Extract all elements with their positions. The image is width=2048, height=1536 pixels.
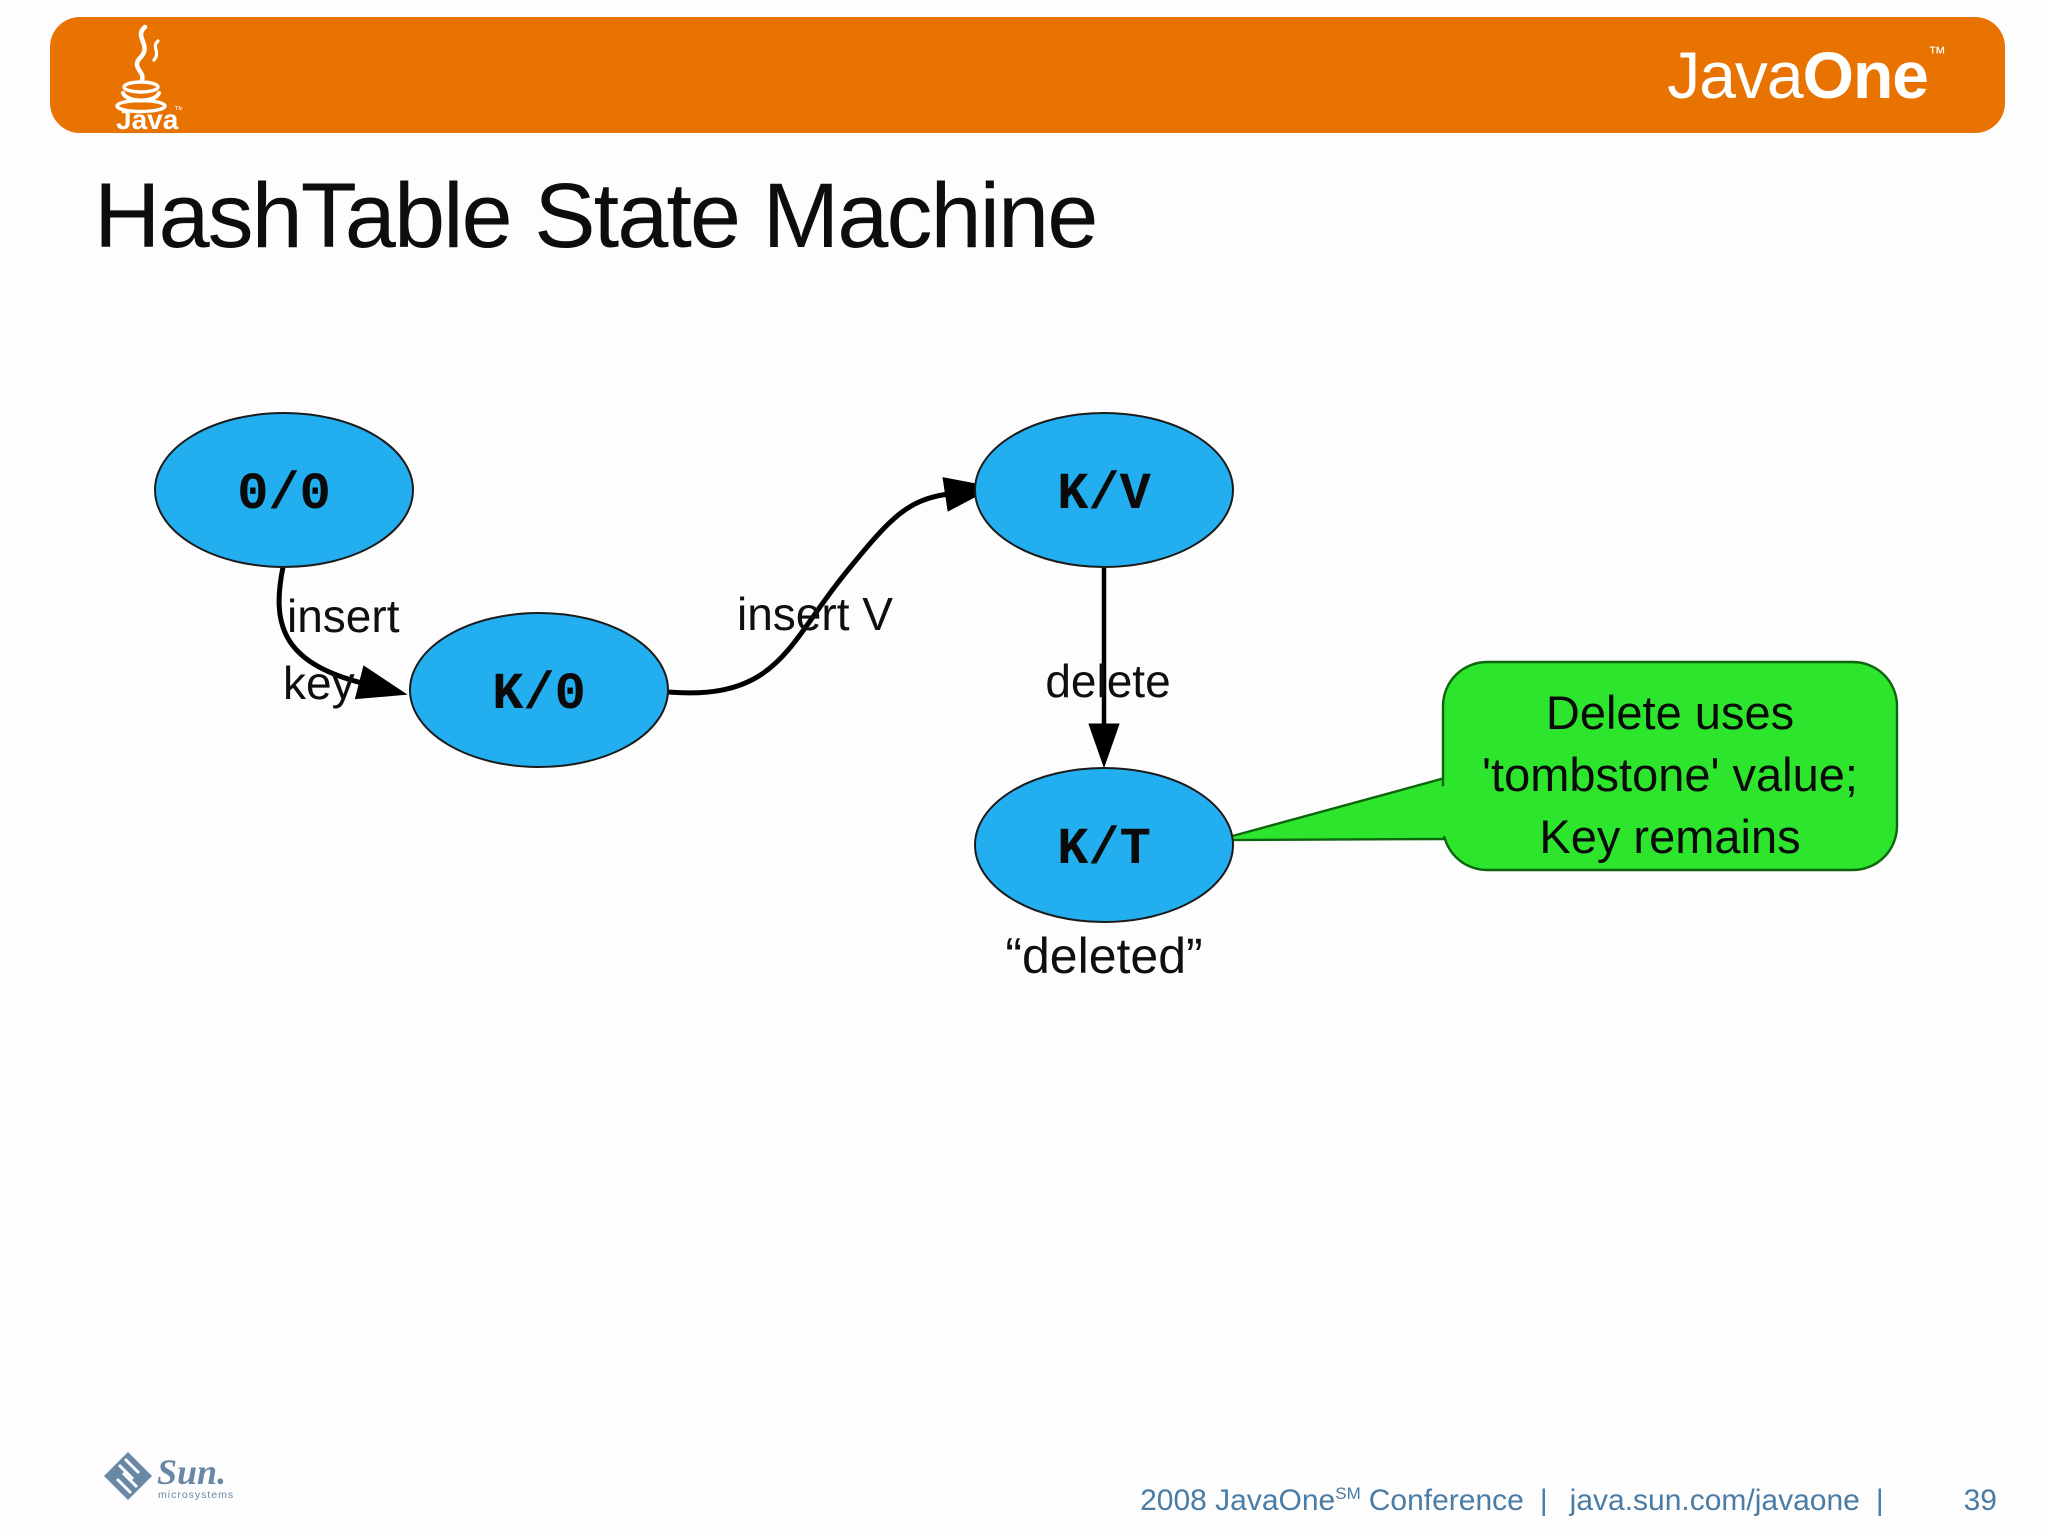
- callout-tail-fill: [1224, 784, 1452, 839]
- state-tombstone-ellipse: [974, 767, 1234, 923]
- page-title: HashTable State Machine: [94, 165, 1098, 267]
- footer-separator-2: |: [1875, 1484, 1884, 1517]
- state-key-value-ellipse: [974, 412, 1234, 568]
- javaone-wordmark-java: Java: [1667, 38, 1803, 112]
- edge-insert-key-label-line2: key: [283, 657, 355, 709]
- footer: 2008 JavaOneSM Conference | java.sun.com/ja…: [1140, 1484, 1997, 1518]
- footer-conference-word: Conference: [1368, 1484, 1524, 1517]
- edge-insert-v-arrow: [667, 477, 995, 696]
- edge-insert-key-arrow: [276, 566, 408, 700]
- state-key-only-ellipse: [409, 612, 669, 768]
- callout-line-3: Key remains: [1539, 810, 1800, 863]
- sun-logo-subtext: microsystems: [158, 1489, 234, 1501]
- java-logo-tm: ™: [174, 105, 182, 116]
- footer-page-number: 39: [1963, 1484, 1997, 1517]
- footer-conference-year: 2008 JavaOne: [1140, 1484, 1336, 1517]
- java-logo-icon: Java ™: [115, 24, 182, 133]
- state-empty-label: 0/0: [237, 465, 331, 524]
- footer-sm-superscript: SM: [1335, 1484, 1361, 1503]
- callout-line-2: 'tombstone' value;: [1482, 748, 1858, 801]
- state-empty-ellipse: [154, 412, 414, 568]
- callout-bubble: [1441, 660, 1899, 872]
- state-tombstone-label: K/T: [1057, 820, 1151, 879]
- footer-separator-1: |: [1539, 1484, 1548, 1517]
- sun-logo-text: Sun.: [157, 1452, 226, 1492]
- state-key-value-label: K/V: [1057, 465, 1151, 524]
- state-key-only-label: K/0: [492, 665, 586, 724]
- callout-line-1: Delete uses: [1546, 686, 1794, 739]
- footer-url: java.sun.com/javaone: [1569, 1484, 1860, 1517]
- deleted-note: “deleted”: [1005, 928, 1202, 984]
- java-logo-label: Java: [116, 104, 179, 133]
- javaone-wordmark-one: One: [1802, 38, 1929, 112]
- edge-insert-key-label-line1: insert: [287, 590, 400, 642]
- sun-logo: Sun. microsystems: [104, 1452, 234, 1501]
- edge-delete-label: delete: [1045, 655, 1170, 707]
- javaone-wordmark-tm: ™: [1928, 43, 1946, 63]
- edge-insert-v-label: insert V: [737, 588, 893, 640]
